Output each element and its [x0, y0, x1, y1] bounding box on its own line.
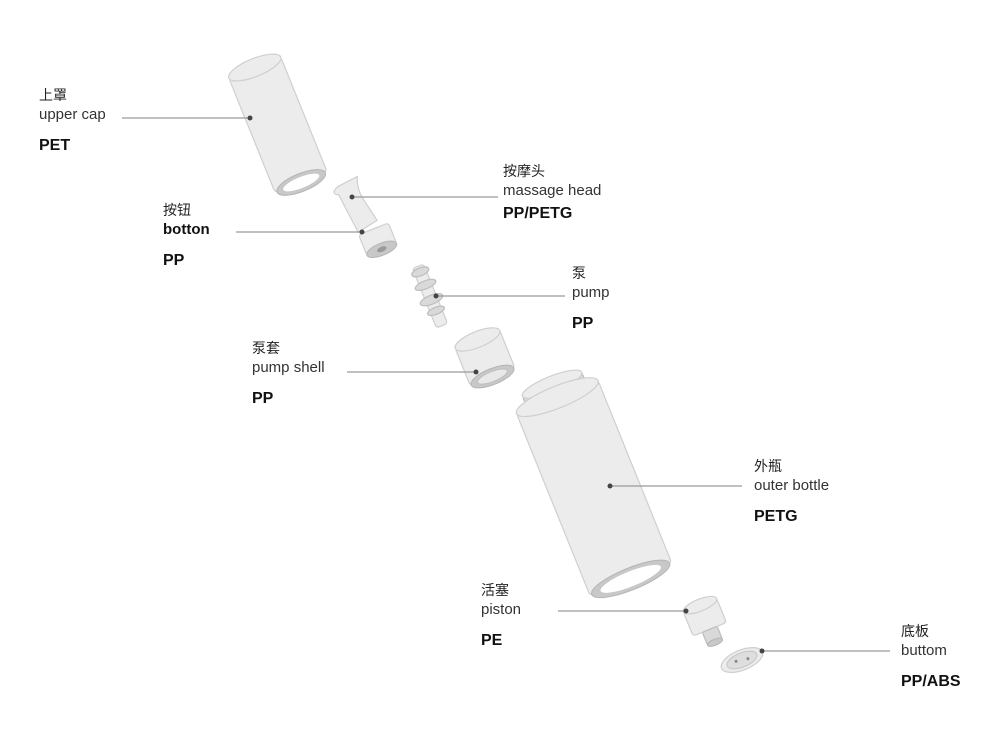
- piston-material: PE: [481, 632, 503, 650]
- outer-bottle-en: outer bottle: [754, 477, 830, 495]
- label-button: 按钮 botton PP: [163, 203, 210, 271]
- label-massage-head: 按摩头 massage head PP/PETG: [503, 164, 601, 224]
- massage-head-material: PP/PETG: [503, 205, 573, 223]
- outer-bottle-cn: 外瓶: [754, 459, 782, 475]
- pump-en: pump: [572, 284, 610, 302]
- label-upper-cap: 上罩 upper cap PET: [39, 88, 106, 156]
- label-bottom: 底板 buttom PP/ABS: [901, 624, 961, 692]
- bottom-en: buttom: [901, 642, 947, 660]
- label-outer-bottle: 外瓶 outer bottle PETG: [754, 459, 829, 527]
- upper-cap-cn: 上罩: [39, 88, 67, 104]
- label-piston: 活塞 piston PE: [481, 583, 521, 651]
- upper-cap-material: PET: [39, 137, 71, 155]
- outer-bottle-material: PETG: [754, 508, 798, 526]
- massage-head-en: massage head: [503, 182, 602, 200]
- outer-bottle-part: [515, 369, 672, 599]
- button-part: [358, 223, 398, 258]
- bottom-material: PP/ABS: [901, 673, 961, 691]
- label-pump-shell: 泵套 pump shell PP: [252, 341, 325, 409]
- massage-head-part: [333, 175, 378, 234]
- button-en: botton: [163, 221, 210, 239]
- pump-part: [411, 264, 448, 328]
- pump-shell-en: pump shell: [252, 359, 325, 377]
- label-pump: 泵 pump PP: [572, 266, 610, 334]
- massage-head-cn: 按摩头: [503, 164, 545, 180]
- piston-cn: 活塞: [481, 583, 509, 599]
- button-cn: 按钮: [163, 203, 191, 219]
- piston-en: piston: [481, 601, 522, 619]
- piston-part: [682, 595, 727, 647]
- upper-cap-part: [227, 53, 327, 196]
- bottom-cn: 底板: [901, 624, 929, 640]
- pump-material: PP: [572, 315, 594, 333]
- pump-shell-part: [454, 327, 515, 389]
- pump-shell-material: PP: [252, 390, 274, 408]
- pump-cn: 泵: [572, 266, 586, 282]
- upper-cap-en: upper cap: [39, 106, 106, 124]
- button-material: PP: [163, 252, 185, 270]
- bottom-part: [720, 646, 764, 674]
- pump-shell-cn: 泵套: [252, 341, 280, 357]
